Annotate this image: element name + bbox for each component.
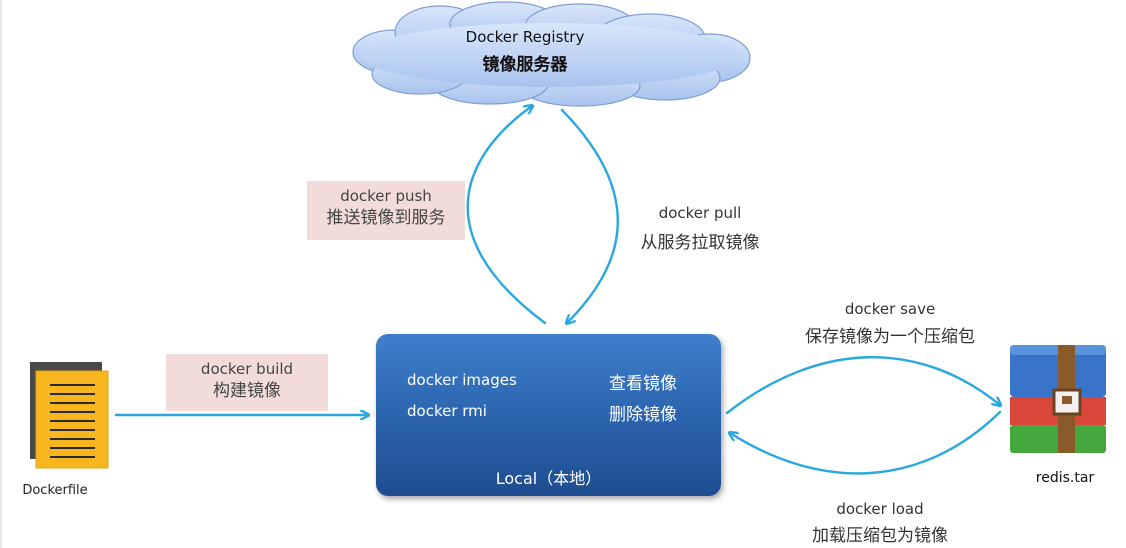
rmi-cmd: docker rmi (407, 402, 487, 420)
build-desc: 构建镜像 (213, 381, 281, 401)
save-arrow (725, 356, 1000, 415)
save-desc: 保存镜像为一个压缩包 (805, 327, 975, 347)
archive-label: redis.tar (1035, 470, 1095, 486)
load-desc: 加载压缩包为镜像 (812, 526, 948, 546)
push-label: docker push 推送镜像到服务 (307, 181, 465, 240)
push-arrow (466, 106, 547, 325)
load-cmd: docker load (836, 500, 924, 518)
pull-cmd: docker pull (658, 204, 742, 222)
build-label: docker build 构建镜像 (166, 354, 328, 411)
local-environment-box: docker images 查看镜像 docker rmi 删除镜像 Local… (376, 334, 721, 496)
registry-title: Docker Registry (465, 28, 585, 46)
registry-subtitle: 镜像服务器 (482, 55, 568, 75)
rmi-desc: 删除镜像 (609, 405, 677, 425)
save-cmd: docker save (844, 300, 936, 318)
build-cmd: docker build (200, 360, 294, 378)
local-label: Local（本地） (495, 469, 602, 488)
left-edge-divider (0, 0, 2, 548)
pull-desc: 从服务拉取镜像 (640, 233, 760, 253)
images-cmd: docker images (407, 371, 517, 389)
push-desc: 推送镜像到服务 (326, 208, 446, 228)
pull-arrow (560, 108, 619, 323)
load-arrow (730, 410, 1002, 475)
dockerfile-label: Dockerfile (22, 483, 88, 498)
push-cmd: docker push (340, 187, 432, 205)
images-desc: 查看镜像 (609, 374, 677, 394)
